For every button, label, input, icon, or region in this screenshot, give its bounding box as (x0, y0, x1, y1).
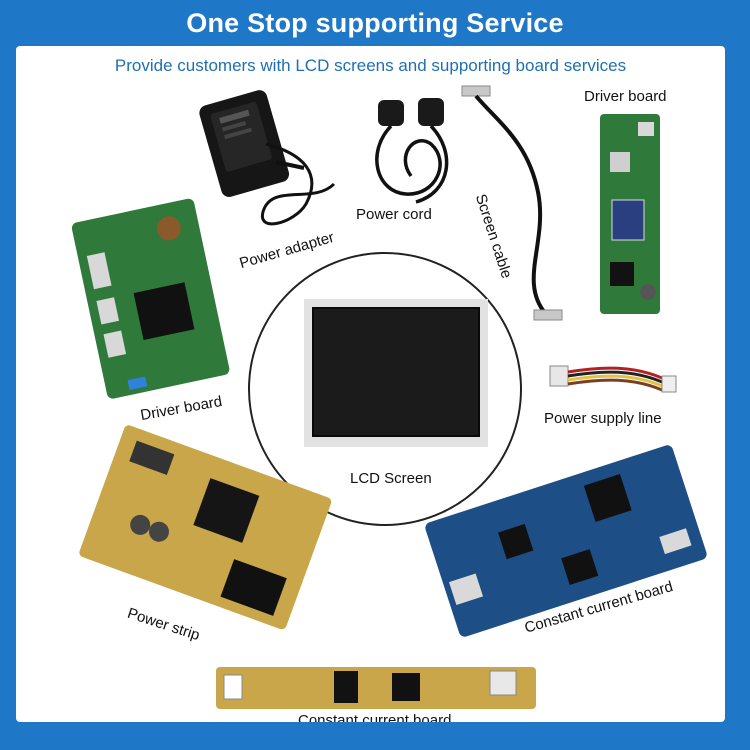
lcd-screen-icon (304, 299, 488, 447)
constant-current-board-icon-bottom (216, 667, 536, 709)
driver-board-icon-left (71, 198, 230, 399)
driver-board-label-top: Driver board (584, 88, 667, 105)
power-supply-line-label: Power supply line (544, 410, 662, 427)
power-strip-icon (79, 425, 332, 630)
page-title: One Stop supporting Service (186, 7, 564, 38)
driver-board-icon (600, 114, 660, 314)
screen-cable-icon (461, 85, 563, 321)
power-cord-label: Power cord (356, 206, 432, 223)
constant-current-board-label-bottom: Constant current board (298, 712, 452, 722)
power-adapter-icon (199, 90, 336, 226)
page-subtitle: Provide customers with LCD screens and s… (114, 56, 627, 75)
constant-current-board-icon (425, 445, 707, 637)
power-cord-icon (375, 98, 449, 204)
content-panel: Provide customers with LCD screens and s… (16, 46, 725, 722)
lcd-screen-label: LCD Screen (350, 470, 432, 487)
power-supply-line-icon (549, 365, 677, 393)
